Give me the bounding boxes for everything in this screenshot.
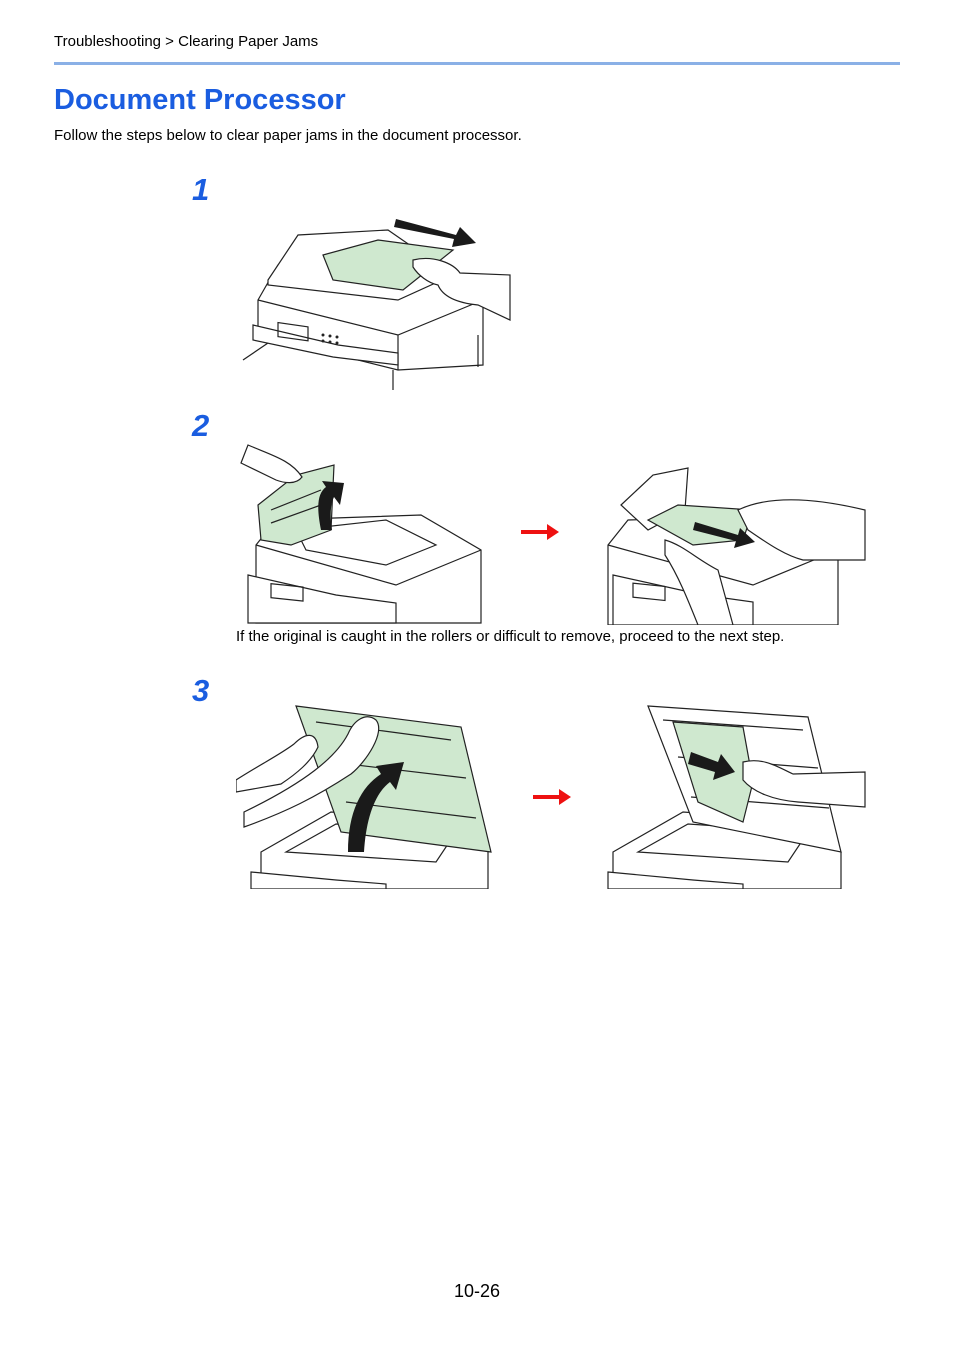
step-1-illustration bbox=[242, 219, 511, 390]
breadcrumb: Troubleshooting > Clearing Paper Jams bbox=[54, 33, 319, 50]
step-3-transition-arrow-icon bbox=[533, 789, 571, 805]
step-3-remove-original-illustration bbox=[607, 705, 866, 889]
step-2-remove-original-illustration bbox=[607, 467, 866, 625]
step-2-transition-arrow-icon bbox=[521, 524, 559, 540]
step-1-number: 1 bbox=[192, 172, 210, 207]
step-3-number: 3 bbox=[192, 673, 210, 708]
step-2-open-cover-illustration bbox=[240, 444, 482, 624]
page-number: 10-26 bbox=[453, 1281, 501, 1301]
intro-text: Follow the steps below to clear paper ja… bbox=[54, 127, 522, 144]
page-title: Document Processor bbox=[54, 84, 346, 116]
step-3-lift-processor-illustration bbox=[236, 705, 492, 889]
header-divider bbox=[54, 62, 900, 65]
step-2-note: If the original is caught in the rollers… bbox=[236, 628, 785, 645]
step-2-number: 2 bbox=[192, 408, 210, 443]
